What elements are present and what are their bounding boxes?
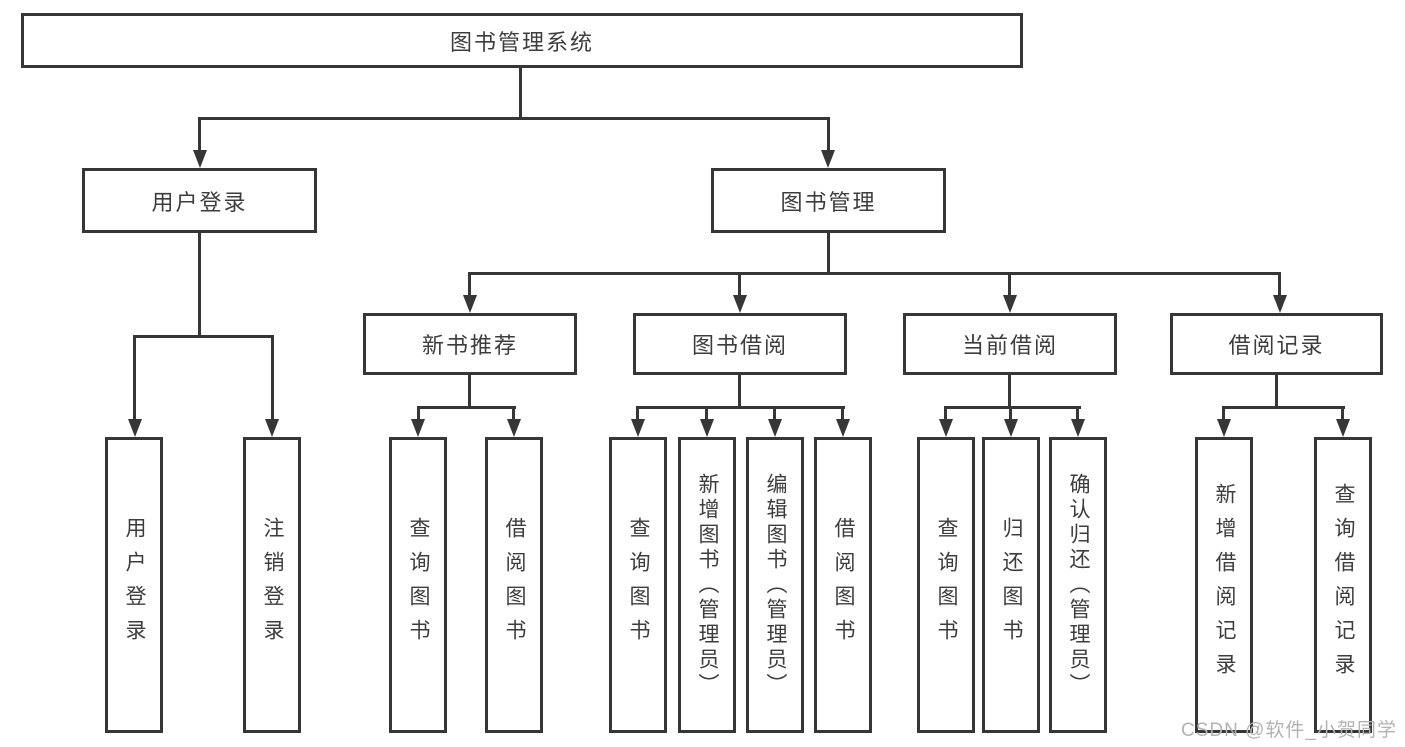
connector-line — [944, 406, 1081, 409]
connector-line — [944, 406, 947, 421]
leaf-query-books-recommend: 查询图书 — [389, 437, 447, 733]
arrowhead — [463, 295, 477, 313]
connector-line — [512, 406, 515, 421]
connector-line — [841, 406, 844, 421]
connector-line — [1076, 406, 1079, 421]
node-new-book-recommend: 新书推荐 — [363, 313, 577, 375]
leaf-add-borrow-record: 新增借阅记录 — [1195, 437, 1253, 733]
leaf-confirm-return-admin: 确认归还（管理员） — [1049, 437, 1107, 733]
connector-line — [1008, 375, 1011, 408]
arrowhead — [1217, 419, 1231, 437]
connector-line — [468, 272, 1281, 275]
connector-line — [133, 335, 136, 421]
connector-line — [468, 375, 471, 408]
connector-line — [1222, 406, 1225, 421]
connector-line — [1009, 406, 1012, 421]
arrowhead — [1273, 295, 1287, 313]
connector-line — [827, 117, 830, 152]
connector-line — [738, 375, 741, 408]
connector-line — [773, 406, 776, 421]
arrowhead — [265, 419, 279, 437]
connector-line — [133, 335, 274, 338]
csdn-watermark: CSDN @软件_小贺同学 — [1181, 720, 1397, 741]
leaf-add-books-admin: 新增图书（管理员） — [678, 437, 736, 733]
connector-line — [271, 335, 274, 421]
connector-line — [705, 406, 708, 421]
arrowhead — [128, 419, 142, 437]
connector-line — [417, 406, 516, 409]
arrowhead — [821, 150, 835, 168]
connector-line — [1222, 406, 1345, 409]
arrowhead — [1004, 419, 1018, 437]
connector-line — [198, 117, 830, 120]
node-user-login: 用户登录 — [82, 168, 317, 233]
leaf-edit-books-admin: 编辑图书（管理员） — [746, 437, 804, 733]
arrowhead — [700, 419, 714, 437]
arrowhead — [631, 419, 645, 437]
connector-line — [198, 117, 201, 152]
node-library-management-system: 图书管理系统 — [21, 13, 1023, 68]
leaf-query-borrow-record: 查询借阅记录 — [1314, 437, 1372, 733]
arrowhead — [1071, 419, 1085, 437]
node-current-borrowing: 当前借阅 — [903, 313, 1117, 375]
connector-line — [1008, 272, 1011, 297]
connector-line — [1278, 272, 1281, 297]
leaf-query-books-current: 查询图书 — [917, 437, 975, 733]
connector-line — [468, 272, 471, 297]
arrowhead — [507, 419, 521, 437]
leaf-query-books-borrowing: 查询图书 — [609, 437, 667, 733]
connector-line — [1275, 375, 1278, 408]
connector-line — [636, 406, 639, 421]
arrowhead — [1336, 419, 1350, 437]
arrowhead — [1003, 295, 1017, 313]
connector-line — [519, 67, 522, 118]
arrowhead — [411, 419, 425, 437]
leaf-logout: 注销登录 — [243, 437, 301, 733]
connector-line — [198, 233, 201, 337]
connector-line — [1341, 406, 1344, 421]
connector-line — [417, 406, 420, 421]
arrowhead — [836, 419, 850, 437]
leaf-borrow-books: 借阅图书 — [814, 437, 872, 733]
arrowhead — [939, 419, 953, 437]
connector-line — [636, 406, 845, 409]
connector-line — [738, 272, 741, 297]
leaf-borrow-books-recommend: 借阅图书 — [485, 437, 543, 733]
leaf-return-books: 归还图书 — [982, 437, 1040, 733]
node-book-borrowing: 图书借阅 — [633, 313, 847, 375]
node-book-management: 图书管理 — [711, 168, 946, 233]
node-borrowing-records: 借阅记录 — [1170, 313, 1383, 375]
arrowhead — [768, 419, 782, 437]
arrowhead — [733, 295, 747, 313]
arrowhead — [193, 150, 207, 168]
connector-line — [827, 233, 830, 274]
leaf-user-login: 用户登录 — [105, 437, 163, 733]
